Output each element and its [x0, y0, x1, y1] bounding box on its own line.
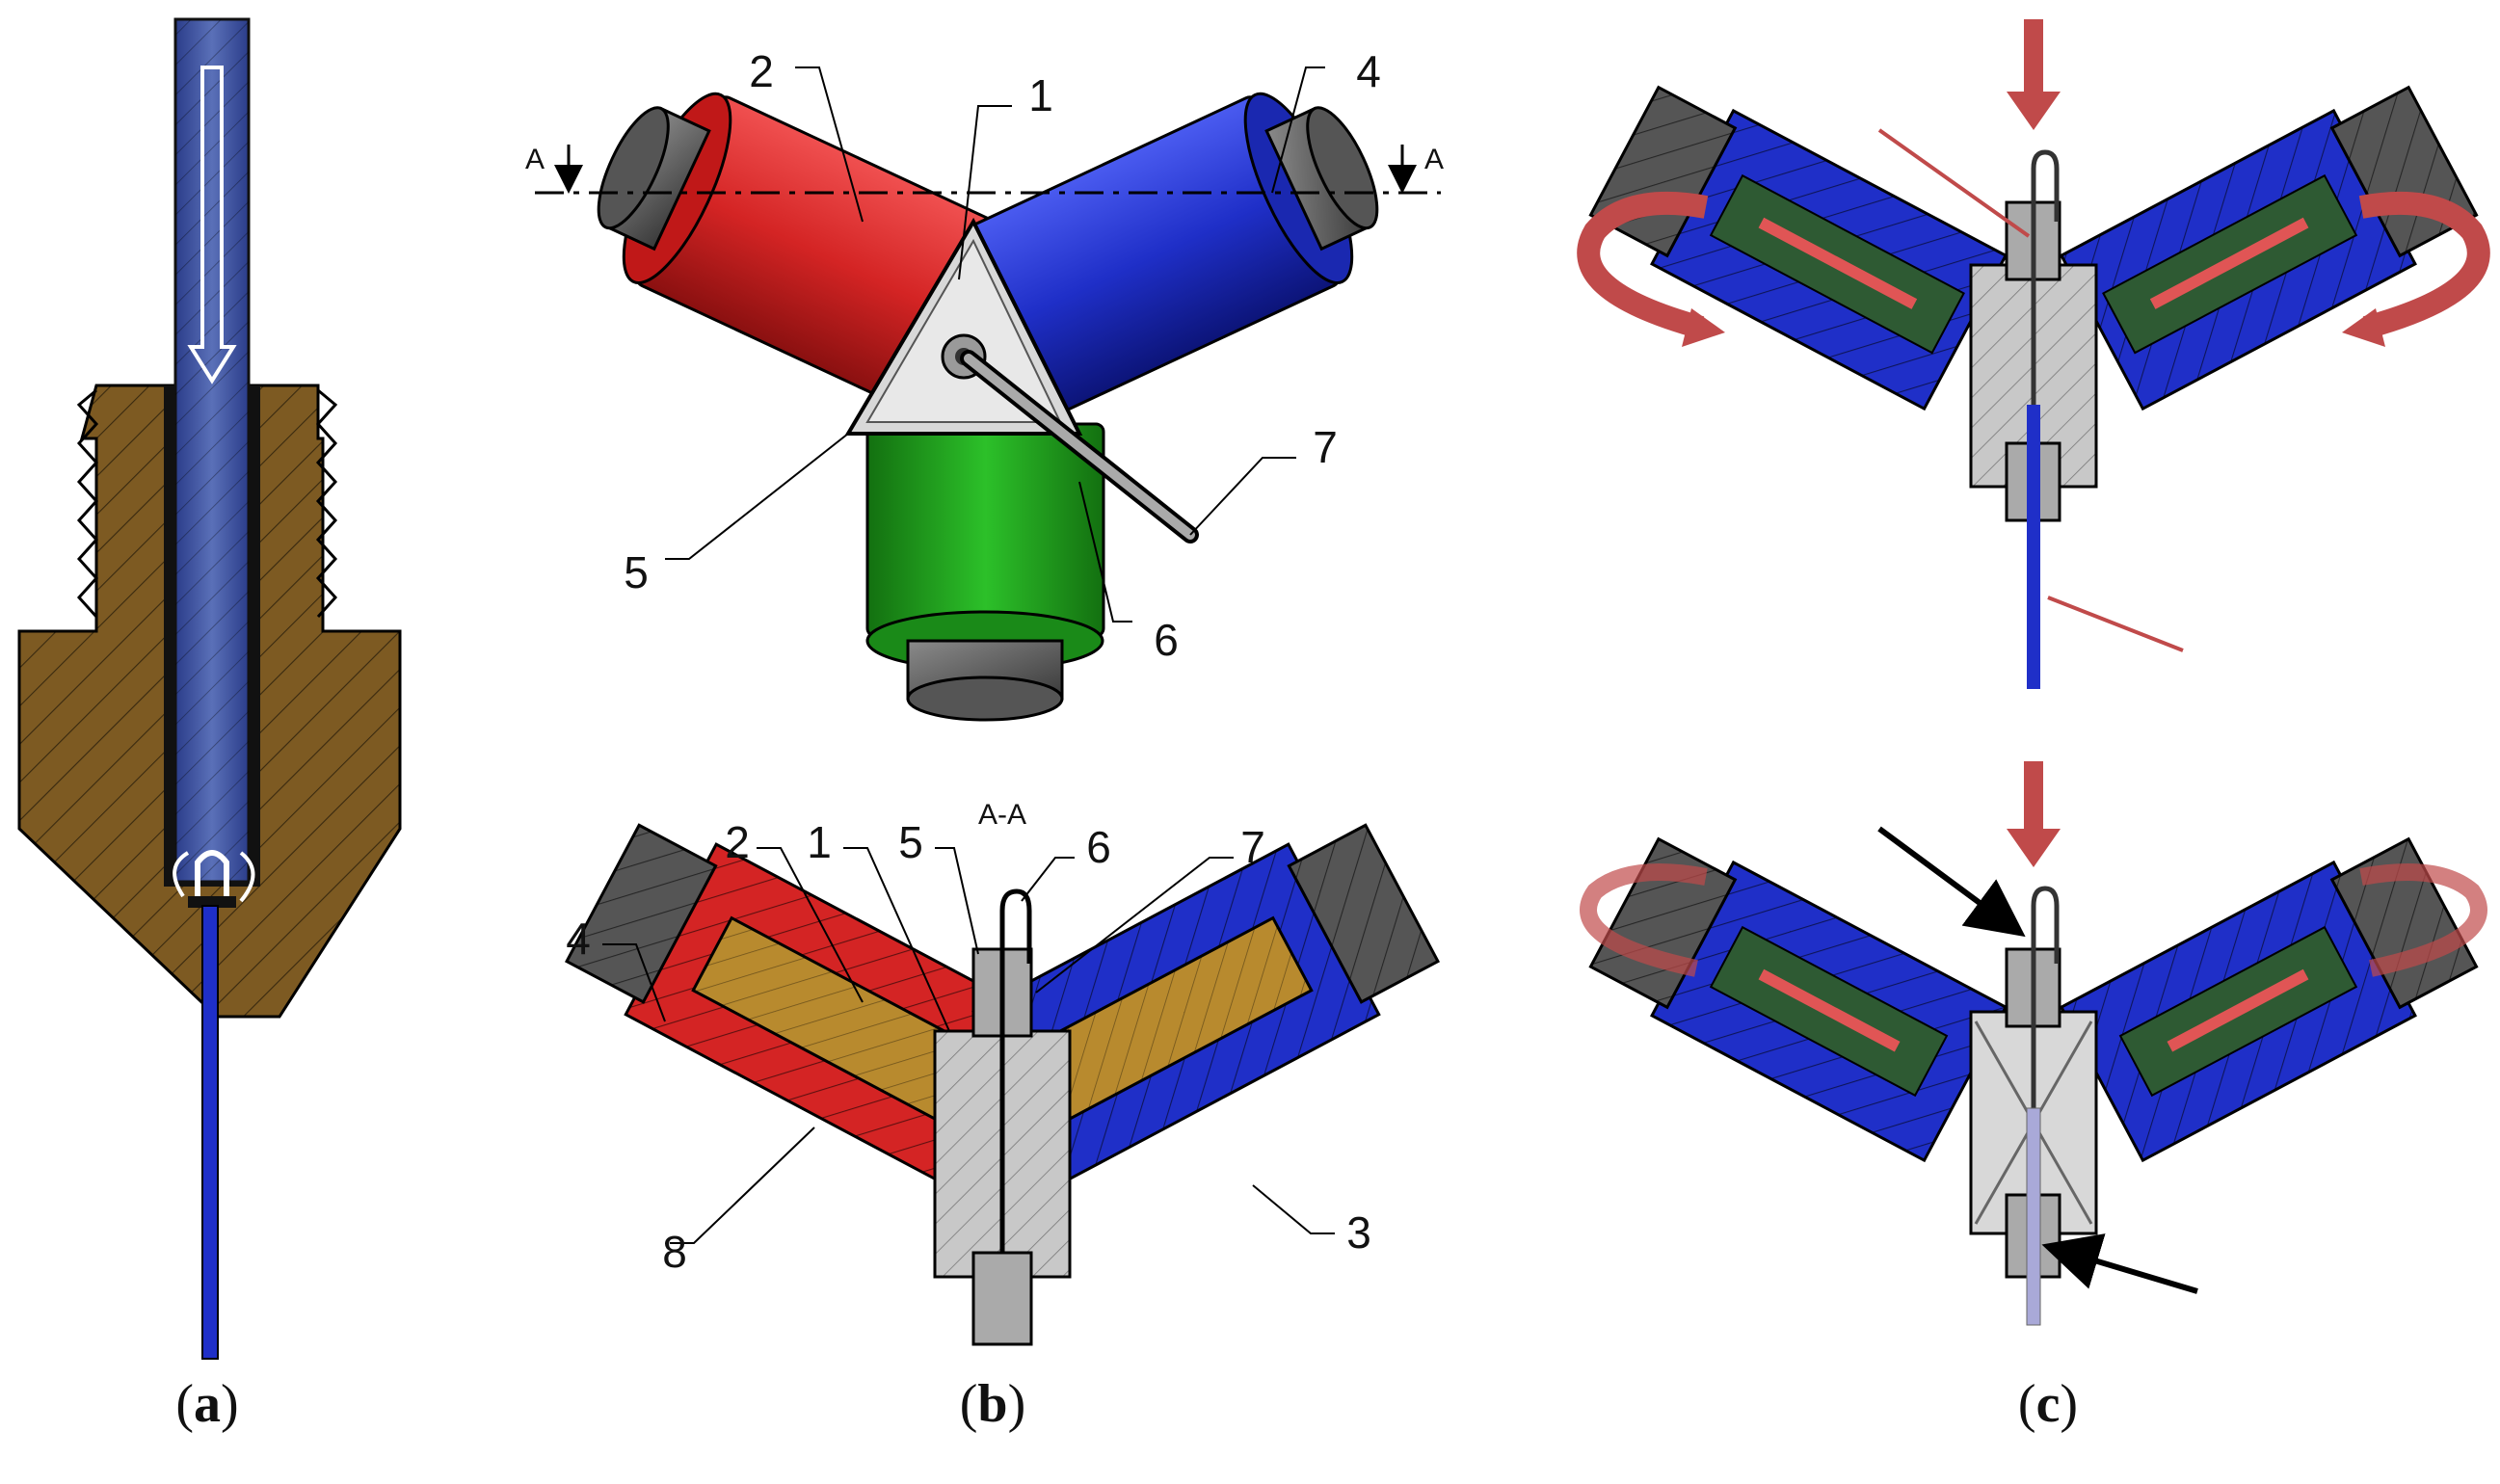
u-bend-icon	[195, 850, 229, 901]
label-top-7: 7	[1313, 422, 1338, 472]
section-marker-right: A	[1424, 144, 1444, 175]
caption-a: (a)	[175, 1374, 238, 1434]
pointer-line-top-2	[2047, 596, 2184, 652]
pointer-line-bottom-1	[1877, 826, 2026, 938]
panel-b-iso: A A 1 2 4 5 6 7	[525, 46, 1444, 722]
label-sec-7: 7	[1240, 822, 1265, 872]
label-top-1: 1	[1028, 70, 1053, 120]
label-top-4: 4	[1356, 46, 1381, 96]
rotate-arrow-left-top-icon	[1577, 191, 1709, 339]
panel-c-top	[1577, 19, 2490, 689]
label-sec-6: 6	[1086, 822, 1111, 872]
panel-b-section: A-A 4	[565, 799, 1440, 1434]
label-top-2: 2	[749, 46, 774, 96]
thread-left	[76, 388, 99, 619]
caption-c: (c)	[2018, 1374, 2078, 1434]
panel-a: (a)	[17, 17, 402, 1434]
output-fiber	[201, 905, 219, 1360]
feed-direction-arrow	[187, 66, 237, 384]
label-top-5: 5	[624, 547, 649, 597]
blue-cylinder	[968, 92, 1379, 415]
force-arrow-top	[2007, 19, 2061, 130]
green-cylinder	[865, 422, 1105, 638]
pointer-line-bottom-2	[2041, 1233, 2198, 1294]
label-sec-8: 8	[662, 1227, 687, 1277]
label-sec-2: 2	[725, 817, 750, 867]
thread-right	[315, 388, 338, 619]
panel-c-bottom: (c)	[1580, 761, 2487, 1434]
output-fiber-top	[2027, 405, 2040, 689]
label-top-6: 6	[1154, 615, 1179, 665]
rotate-arrow-right-bottom-icon	[2359, 863, 2487, 977]
rotate-arrow-right-top-icon	[2358, 191, 2490, 339]
output-fiber-bottom	[2026, 1107, 2041, 1326]
section-marker-left: A	[525, 144, 545, 175]
label-sec-3: 3	[1346, 1207, 1371, 1258]
rotation-arrow-left-icon	[173, 851, 190, 898]
rotation-arrow-right-icon	[239, 851, 255, 903]
section-title: A-A	[978, 799, 1026, 831]
center-wire	[999, 888, 1032, 1253]
force-arrow-bottom	[2007, 761, 2061, 867]
caption-b: (b)	[960, 1374, 1025, 1434]
label-sec-1: 1	[807, 817, 832, 867]
bottom-fitting	[971, 1251, 1033, 1346]
label-sec-4: 4	[566, 914, 591, 964]
rotate-arrow-left-bottom-icon	[1580, 863, 1708, 977]
pointer-line-top-1	[1877, 128, 2031, 238]
label-sec-5: 5	[898, 817, 923, 867]
